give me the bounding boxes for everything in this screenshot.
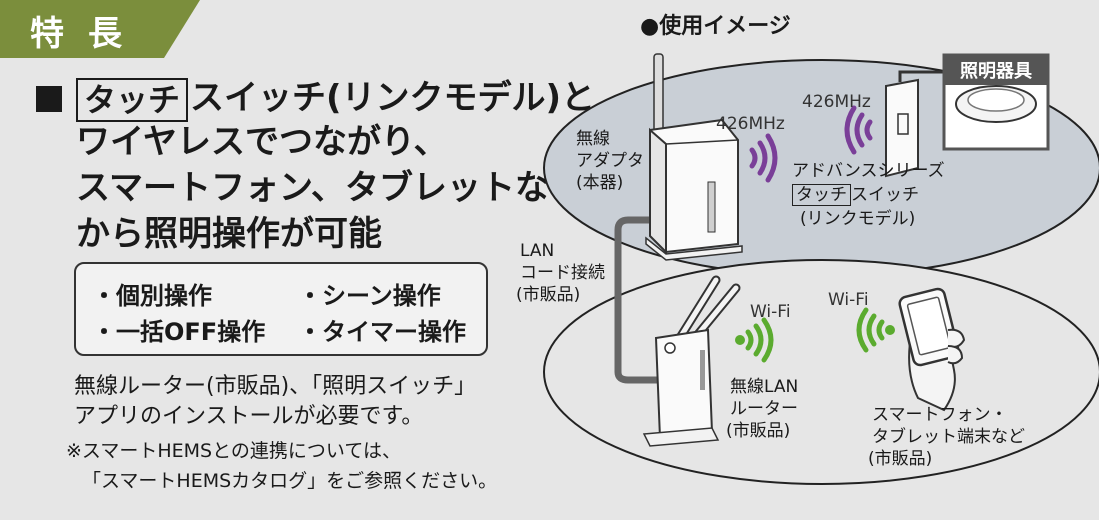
header-tag-label: 特長: [30, 14, 146, 54]
heading-line-1: スイッチ(リンクモデル)と: [190, 78, 596, 118]
wifi-waves-icon: [735, 317, 774, 363]
lan-cable: [614, 216, 660, 384]
wifi-label: Wi-Fi: [828, 290, 869, 310]
lan-label: コード接続: [520, 263, 605, 283]
frequency-label: 426MHz: [716, 114, 785, 134]
smartphone-label: タブレット端末など: [872, 427, 1025, 447]
smartphone-hand-icon: [898, 287, 966, 412]
router-label: ルーター: [730, 399, 798, 419]
bottom-ellipse: [543, 259, 1099, 485]
switch-label: スイッチ: [851, 185, 919, 205]
ceiling-light-icon: [955, 85, 1037, 123]
lan-label: (市販品): [516, 285, 581, 305]
wifi-waves-icon: [856, 307, 895, 353]
heading-line-4: から照明操作が可能: [76, 214, 382, 254]
smartphone-label: スマートフォン・: [872, 405, 1008, 425]
note-line-4: 「スマートHEMSカタログ」をご参照ください。: [82, 470, 498, 492]
wireless-adapter-icon: [645, 53, 743, 261]
switch-wire: [898, 70, 944, 82]
advance-series-label: アドバンスシリーズ: [792, 161, 945, 181]
note-line-1: 無線ルーター(市販品)、「照明スイッチ」: [74, 374, 477, 399]
router-label: 無線LAN: [730, 377, 799, 397]
note-line-3: ※スマートHEMSとの連携については、: [66, 440, 401, 462]
feature-item: ・シーン操作: [298, 282, 441, 310]
adapter-label: 無線 アダプタ (本器): [576, 129, 644, 193]
frequency-label: 426MHz: [802, 92, 871, 112]
feature-item: ・タイマー操作: [298, 318, 466, 346]
wall-switch-icon: [885, 78, 919, 178]
link-model-label: (リンクモデル): [800, 209, 916, 229]
router-label: (市販品): [726, 421, 791, 441]
note-line-2: アプリのインストールが必要です。: [74, 404, 424, 429]
radio-waves-icon: [844, 105, 873, 155]
feature-item: ・個別操作: [92, 282, 212, 310]
radio-waves-icon: [749, 133, 778, 183]
heading-line-2: ワイヤレスでつながり、: [76, 122, 448, 162]
heading-line-3: スマートフォン、タブレットなど: [76, 168, 583, 208]
lighting-fixture-tag: 照明器具: [944, 55, 1048, 85]
touch-switch-label: タッチスイッチ: [792, 184, 919, 206]
header-tag-background: [0, 0, 200, 58]
touch-boxed-label: タッチ: [792, 184, 851, 206]
lan-label: LAN: [520, 241, 555, 261]
touch-boxed-label: タッチ: [76, 78, 189, 122]
feature-item: ・一括OFF操作: [92, 318, 266, 346]
smartphone-label: (市販品): [868, 449, 933, 469]
square-bullet-icon: [36, 86, 62, 112]
wireless-router-icon: [642, 275, 741, 447]
features-box: [74, 262, 488, 356]
usage-image-title: ●使用イメージ: [640, 14, 791, 39]
wifi-label: Wi-Fi: [750, 302, 791, 322]
